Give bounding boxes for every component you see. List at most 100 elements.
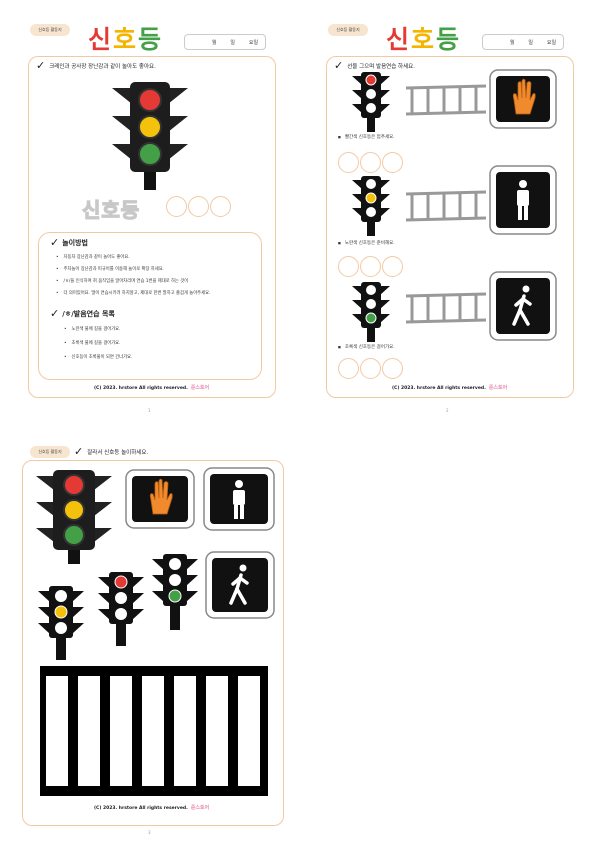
traffic-light-icon[interactable] xyxy=(38,586,84,660)
play-heading-text: 놀이방법 xyxy=(62,238,88,247)
instruction: ✓ 잘라서 신호등 놀이하세요. xyxy=(74,446,148,457)
walking-person-icon xyxy=(512,285,532,326)
traffic-light-icon xyxy=(36,470,112,564)
practice-item: 노란색 불에 길을 걸어가요. xyxy=(64,326,121,332)
play-item: 더 의미있어요. 많이 연습시키려 하지않고, 제대로 한번 말하고 즐겁게 놀… xyxy=(56,290,211,296)
crosswalk-icon[interactable] xyxy=(40,666,268,796)
instruction-text: 선을 그으며 발음연습 하세요. xyxy=(347,63,415,70)
page-number: 3 xyxy=(148,830,151,835)
title-char: 호 xyxy=(411,25,437,54)
caption: 노란색 신호등은 준비해요. xyxy=(338,240,395,246)
worksheet-tag: 신호등 활동지 xyxy=(30,446,70,458)
hand-stop-icon xyxy=(512,78,536,115)
tracing-circle[interactable] xyxy=(382,358,403,379)
brand-logo: 준스토어 xyxy=(190,385,210,391)
pedestrian-signal-walk xyxy=(489,271,557,341)
copyright: (C) 2023. hrstore All rights reserved. xyxy=(94,806,188,811)
instruction: ✓ 크레인과 공사장 장난감과 같이 놀아도 좋아요. xyxy=(36,60,156,71)
ladder-icon xyxy=(405,292,487,324)
tracing-circle[interactable] xyxy=(166,196,187,217)
month-label: 월 xyxy=(211,39,217,46)
caption: 빨간색 신호등은 멈추세요. xyxy=(338,134,395,140)
date-field[interactable]: 월 일 요일 xyxy=(184,34,266,50)
traffic-light-icon xyxy=(352,282,390,342)
tracing-circle[interactable] xyxy=(382,256,403,277)
day-label: 일 xyxy=(230,39,235,46)
page-frame xyxy=(22,460,284,826)
date-field[interactable]: 월 일 요일 xyxy=(482,34,564,50)
hand-stop-icon xyxy=(149,478,173,515)
tracing-circle[interactable] xyxy=(360,256,381,277)
title-char: 신 xyxy=(386,25,412,54)
practice-item: 신호등이 초록불이 되면 건너가요. xyxy=(64,354,133,360)
worksheet-page-3: 신호등 활동지 ✓ 잘라서 신호등 놀이하세요. xyxy=(22,440,284,840)
worksheet-page-1: 신호등 활동지 신호등 월 일 요일 ✓ 크레인과 공사장 장난감과 같이 놀아… xyxy=(22,18,282,418)
play-item: 주차놀이 장난감과 피규어를 이용해 놀이로 확장 하세요. xyxy=(56,266,164,272)
brand-logo: 준스토어 xyxy=(488,385,508,391)
trace-word: 신호등 xyxy=(81,197,141,222)
page-number: 1 xyxy=(148,408,151,413)
check-icon: ✓ xyxy=(50,236,60,249)
tracing-circle[interactable] xyxy=(338,256,359,277)
footer: (C) 2023. hrstore All rights reserved.준스… xyxy=(94,804,209,811)
month-label: 월 xyxy=(509,39,515,46)
traffic-light-icon[interactable] xyxy=(152,554,198,630)
instruction-text: 크레인과 공사장 장난감과 같이 놀아도 좋아요. xyxy=(49,63,156,70)
check-icon: ✓ xyxy=(36,59,46,72)
play-item: /ㅎ/을 인식하여 혀 움직임을 알아차리며 연습 1번을 제대로 하는 것이 xyxy=(56,278,189,284)
tracing-circle[interactable] xyxy=(360,358,381,379)
weekday-label: 요일 xyxy=(546,39,557,46)
footer: (C) 2023. hrstore All rights reserved.준스… xyxy=(392,384,507,391)
play-heading: ✓ 놀이방법 xyxy=(50,237,88,248)
check-icon: ✓ xyxy=(50,307,60,320)
pedestrian-signal-wait[interactable] xyxy=(203,467,275,531)
practice-heading: ✓ /ㅎ/발음연습 목록 xyxy=(50,308,115,319)
practice-heading-text: /ㅎ/발음연습 목록 xyxy=(62,309,115,318)
worksheet-title: 신호등 xyxy=(386,20,461,56)
traffic-light-icon xyxy=(352,72,390,132)
walking-person-icon xyxy=(229,564,249,605)
tracing-circle[interactable] xyxy=(210,196,231,217)
instruction-text: 잘라서 신호등 놀이하세요. xyxy=(87,449,149,456)
check-icon: ✓ xyxy=(334,59,344,72)
tracing-circle[interactable] xyxy=(382,152,403,173)
standing-person-icon xyxy=(517,180,529,220)
title-char: 호 xyxy=(113,25,139,54)
page-frame xyxy=(28,56,276,398)
ladder-icon xyxy=(405,84,487,116)
page-number: 2 xyxy=(446,408,449,413)
pedestrian-signal-stop xyxy=(489,69,557,129)
worksheet-title: 신호등 xyxy=(88,20,163,56)
instruction: ✓ 선을 그으며 발음연습 하세요. xyxy=(334,60,415,71)
copyright: (C) 2023. hrstore All rights reserved. xyxy=(392,386,486,391)
tracing-circle[interactable] xyxy=(338,152,359,173)
worksheet-tag: 신호등 활동지 xyxy=(328,24,368,36)
weekday-label: 요일 xyxy=(248,39,259,46)
title-char: 등 xyxy=(138,25,164,54)
pedestrian-signal-walk[interactable] xyxy=(205,551,275,619)
traffic-light-icon xyxy=(352,176,390,236)
copyright: (C) 2023. hrstore All rights reserved. xyxy=(94,386,188,391)
brand-logo: 준스토어 xyxy=(190,805,210,811)
title-char: 신 xyxy=(88,25,114,54)
day-label: 일 xyxy=(528,39,533,46)
page-frame xyxy=(326,56,574,398)
play-item: 자동차 장난감과 같이 놀아도 좋아요. xyxy=(56,254,130,260)
ladder-icon xyxy=(405,190,487,222)
standing-person-icon xyxy=(233,480,245,519)
footer: (C) 2023. hrstore All rights reserved.준스… xyxy=(94,384,209,391)
traffic-light-icon[interactable] xyxy=(98,572,144,646)
instructions-box xyxy=(38,232,262,380)
title-char: 등 xyxy=(436,25,462,54)
tracing-circle[interactable] xyxy=(338,358,359,379)
tracing-circle[interactable] xyxy=(360,152,381,173)
pedestrian-signal-wait xyxy=(489,165,557,235)
practice-item: 초록색 불에 길을 걸어가요. xyxy=(64,340,121,346)
worksheet-page-2: 신호등 활동지 신호등 월 일 요일 ✓ 선을 그으며 발음연습 하세요. xyxy=(320,18,580,418)
pedestrian-signal-stop[interactable] xyxy=(125,469,195,529)
caption: 초록색 신호등은 걸어가요. xyxy=(338,344,395,350)
worksheet-tag: 신호등 활동지 xyxy=(30,24,70,36)
check-icon: ✓ xyxy=(74,445,84,458)
traffic-light-icon xyxy=(112,82,188,190)
tracing-circle[interactable] xyxy=(188,196,209,217)
